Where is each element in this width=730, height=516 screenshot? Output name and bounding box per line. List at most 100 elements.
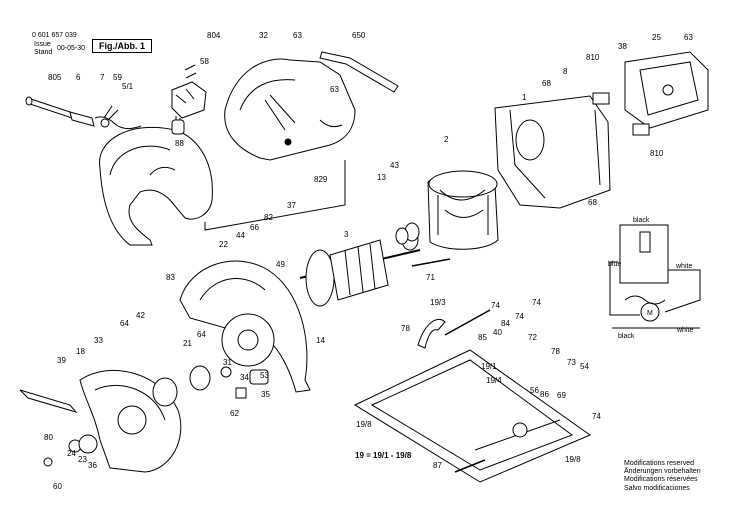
- part-number-label: 62: [230, 409, 239, 418]
- part-number-label: 58: [200, 57, 209, 66]
- bolt-87: [454, 459, 486, 473]
- part-number-label: 8: [563, 67, 568, 76]
- depth-arc: [417, 318, 446, 349]
- bolt-71: [411, 258, 451, 267]
- part-number-label: 53: [260, 371, 269, 380]
- wire-white-right: white: [675, 263, 692, 270]
- part-number-label: 39: [57, 356, 66, 365]
- part-number-label: 35: [261, 390, 270, 399]
- part-number-label: 21: [183, 339, 192, 348]
- part-number-label: 63: [293, 31, 302, 40]
- part-number-label: 19/8: [356, 420, 372, 429]
- part-number-label: 86: [540, 390, 549, 399]
- part-number-label: 64: [197, 330, 206, 339]
- spindle-parts: [43, 365, 269, 467]
- part-number-label: 63: [684, 33, 693, 42]
- stator-part: [427, 170, 499, 250]
- part-number-label: 19/1: [481, 362, 497, 371]
- part-number-label: 71: [426, 273, 435, 282]
- part-number-label: 74: [491, 301, 500, 310]
- bolt-85: [444, 309, 491, 336]
- part-number-label: 85: [478, 333, 487, 342]
- part-number-label: 82: [264, 213, 273, 222]
- wire-black-top: black: [633, 217, 650, 224]
- brush-bottom: [632, 123, 650, 136]
- part-number-label: 68: [588, 198, 597, 207]
- part-number-label: 74: [515, 312, 524, 321]
- part-number-label: 34: [240, 373, 249, 382]
- part-number-label: 13: [377, 173, 386, 182]
- motor-housing-half: [224, 58, 356, 161]
- part-number-label: 5/1: [122, 82, 134, 91]
- part-number-label: 3: [344, 230, 349, 239]
- wiring-labels: black blue white white black M: [608, 217, 693, 340]
- part-number-label: 80: [44, 433, 53, 442]
- lever-39: [19, 389, 78, 413]
- modification-notes: Modifications reserved Änderungen vorbeh…: [624, 460, 701, 493]
- doc-number: 0 601 657 039: [32, 32, 77, 39]
- part-number-label: 24: [67, 449, 76, 458]
- base-plate: [353, 349, 592, 483]
- motor-symbol: M: [647, 310, 653, 317]
- part-number-label: 18: [76, 347, 85, 356]
- part-number-label: 25: [652, 33, 661, 42]
- wire-black-bottom: black: [618, 333, 635, 340]
- part-number-label: 31: [223, 358, 232, 367]
- wire-white-bottom: white: [676, 327, 693, 334]
- part-number-label: 66: [250, 223, 259, 232]
- part-number-label: 64: [120, 319, 129, 328]
- part-number-label: 84: [501, 319, 510, 328]
- part-number-label: 49: [276, 260, 285, 269]
- note-line: Modifications réservées: [624, 476, 698, 484]
- cable-assembly: [25, 96, 142, 130]
- part-number-label: 19/4: [486, 376, 502, 385]
- part-number-label: 14: [316, 336, 325, 345]
- part-number-label: 805: [48, 73, 62, 82]
- part-number-label: 44: [236, 231, 245, 240]
- part-number-label: 63: [330, 85, 339, 94]
- part-number-label: 36: [88, 461, 97, 470]
- blade-guard: [179, 260, 311, 393]
- switch-part: [171, 64, 207, 135]
- leader-bracket-829: [204, 160, 346, 231]
- part-number-label: 78: [551, 347, 560, 356]
- part-number-label: 72: [528, 333, 537, 342]
- part-number-label: 54: [580, 362, 589, 371]
- part-number-label: 810: [650, 149, 664, 158]
- part-number-label: 43: [390, 161, 399, 170]
- figure-label: Fig./Abb. 1: [92, 39, 152, 53]
- part-number-label: 38: [618, 42, 627, 51]
- part-number-label: 68: [542, 79, 551, 88]
- part-number-label: 74: [532, 298, 541, 307]
- part-number-label: 60: [53, 482, 62, 491]
- part-number-label: 6: [76, 73, 81, 82]
- part-number-label: 78: [401, 324, 410, 333]
- part-number-label: 650: [352, 31, 366, 40]
- brush-top: [592, 92, 610, 105]
- part-number-label: 19/8: [565, 455, 581, 464]
- part-number-label: 37: [287, 201, 296, 210]
- part-number-label: 32: [259, 31, 268, 40]
- wiring-diagram: [609, 224, 701, 329]
- note-line: Salvo modificaciones: [624, 484, 690, 492]
- part-number-label: 7: [100, 73, 105, 82]
- assembly-formula: 19 = 19/1 - 19/8: [355, 451, 412, 460]
- issue-label: Issue: [34, 41, 51, 48]
- note-line: Modifications reserved: [624, 460, 695, 467]
- part-number-label: 73: [567, 358, 576, 367]
- part-number-label: 829: [314, 175, 328, 184]
- motor-housing: [494, 95, 611, 209]
- part-number-label: 87: [433, 461, 442, 470]
- part-number-label: 2: [444, 135, 449, 144]
- part-number-label: 42: [136, 311, 145, 320]
- part-number-label: 40: [493, 328, 502, 337]
- part-number-label: 59: [113, 73, 122, 82]
- part-number-label: 23: [78, 455, 87, 464]
- issue-date: 00-05-30: [57, 45, 86, 52]
- part-number-label: 22: [219, 240, 228, 249]
- part-number-label: 69: [557, 391, 566, 400]
- wire-blue: blue: [608, 261, 621, 268]
- part-number-label: 1: [522, 93, 527, 102]
